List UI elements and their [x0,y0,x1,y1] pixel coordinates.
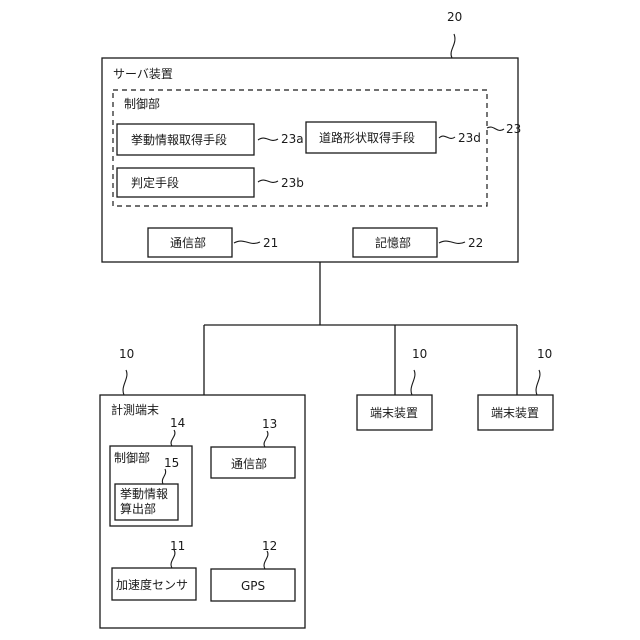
server-comm-ref: 21 [263,236,278,250]
behavior-acquire-ref: 23a [281,132,304,146]
judge-ref: 23b [281,176,304,190]
behavior-calc-line2: 算出部 [120,501,156,516]
server-storage-ref: 22 [468,236,483,250]
server-control-title: 制御部 [124,96,160,111]
terminal-comm-ref: 13 [262,417,277,431]
gps-label: GPS [241,579,265,593]
terminal-device-b: 端末装置 10 [478,347,553,430]
server-storage-label: 記憶部 [375,235,411,250]
road-shape-acquire-label: 道路形状取得手段 [319,130,415,145]
network-lines [204,262,517,395]
accel-sensor-ref: 11 [170,539,185,553]
server-title: サーバ装置 [113,67,173,81]
terminal-control-ref: 14 [170,416,185,430]
server-ref: 20 [447,10,462,24]
judge-label: 判定手段 [131,175,179,190]
accel-sensor-label: 加速度センサ [116,577,188,592]
measuring-terminal-title: 計測端末 [111,402,159,417]
server-comm-label: 通信部 [170,235,206,250]
server-device: サーバ装置 20 制御部 23 挙動情報取得手段 23a 道路形状取得手段 23… [102,10,521,262]
measuring-terminal: 計測端末 10 制御部 14 挙動情報 算出部 15 通信部 13 加速度センサ… [100,347,305,628]
server-control-ref: 23 [506,122,521,136]
behavior-calc-ref: 15 [164,456,179,470]
behavior-calc-line1: 挙動情報 [120,487,168,501]
terminal-b-ref: 10 [537,347,552,361]
behavior-acquire-label: 挙動情報取得手段 [131,132,227,147]
terminal-a-ref: 10 [412,347,427,361]
road-shape-acquire-ref: 23d [458,131,481,145]
terminal-b-label: 端末装置 [491,406,539,420]
terminal-b-ref-leader [536,370,540,395]
terminal-a-label: 端末装置 [370,406,418,420]
terminal-comm-label: 通信部 [231,456,267,471]
measuring-terminal-ref-leader [123,370,127,395]
server-ref-leader [451,34,455,58]
terminal-control-title: 制御部 [114,450,150,465]
measuring-terminal-ref: 10 [119,347,134,361]
gps-ref: 12 [262,539,277,553]
terminal-a-ref-leader [411,370,415,395]
